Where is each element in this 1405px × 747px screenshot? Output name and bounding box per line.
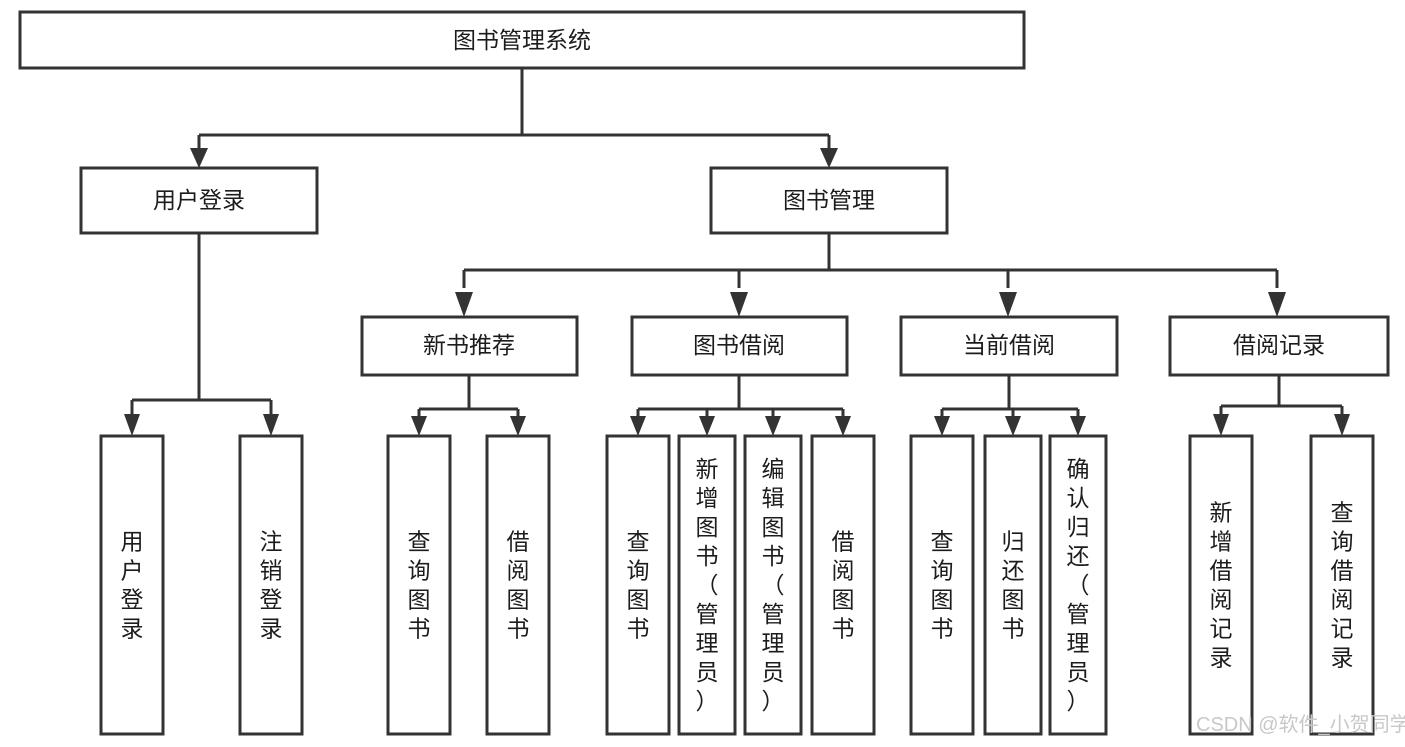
node-current-borrow[interactable]: 当前借阅: [899, 315, 1119, 377]
node-leaf-edit-book[interactable]: 编辑图书（管理员）: [743, 434, 803, 736]
node-book-borrow-box: [630, 315, 849, 377]
node-current-borrow-label: 当前借阅: [963, 332, 1055, 358]
node-leaf-edit-book-label: 编辑图书（管理员）: [762, 456, 785, 714]
arrow-head-leaf-return-book: [1005, 416, 1021, 436]
arrow-head-leaf-add-borrow-record: [1213, 414, 1229, 436]
arrow-head-leaf-confirm-return: [1070, 416, 1086, 436]
node-leaf-query-book-2[interactable]: 查询图书: [605, 434, 671, 736]
node-leaf-query-book-2-label: 查询图书: [627, 529, 650, 642]
arrow-head-leaf-borrow-book-1: [510, 416, 526, 436]
node-book-management-box: [709, 166, 949, 235]
node-root-label: 图书管理系统: [453, 27, 591, 53]
node-user-login-box: [79, 166, 319, 235]
node-leaf-return-book[interactable]: 归还图书: [983, 434, 1043, 736]
node-leaf-logout-box: [238, 434, 304, 736]
node-leaf-query-borrow-record[interactable]: 查询借阅记录: [1309, 434, 1375, 736]
node-leaf-query-book-3[interactable]: 查询图书: [909, 434, 975, 736]
node-current-borrow-box: [899, 315, 1119, 377]
node-leaf-query-book-3-box: [909, 434, 975, 736]
arrow-head-borrow-record: [1268, 292, 1286, 317]
node-root-box: [18, 10, 1026, 70]
node-new-book-recommend[interactable]: 新书推荐: [360, 315, 579, 377]
node-leaf-borrow-book-2[interactable]: 借阅图书: [810, 434, 876, 736]
node-new-book-recommend-box: [360, 315, 579, 377]
arrow-head-leaf-query-book-3: [934, 416, 950, 436]
node-leaf-borrow-book-1-label: 借阅图书: [507, 529, 530, 642]
node-leaf-borrow-book-2-label: 借阅图书: [832, 529, 855, 642]
node-book-borrow[interactable]: 图书借阅: [630, 315, 849, 377]
node-borrow-record-box: [1168, 315, 1390, 377]
arrow-head-current-borrow: [999, 292, 1017, 317]
node-leaf-confirm-return-label: 确认归还（管理员）: [1067, 456, 1090, 714]
arrow-head-leaf-query-book-1: [411, 416, 427, 436]
arrow-head-new-book: [455, 292, 473, 317]
node-leaf-add-borrow-record-box: [1188, 434, 1254, 736]
node-leaf-confirm-return-box: [1048, 434, 1108, 736]
arrow-head-leaf-add-book: [699, 416, 715, 436]
connector-group: [124, 68, 1350, 436]
node-leaf-logout-label: 注销登录: [260, 529, 283, 642]
node-leaf-logout[interactable]: 注销登录: [238, 434, 304, 736]
node-leaf-add-book-box: [677, 434, 737, 736]
arrow-head-leaf-user-login: [124, 414, 140, 436]
node-borrow-record-label: 借阅记录: [1233, 332, 1325, 358]
node-leaf-query-book-1-box: [386, 434, 452, 736]
node-leaf-add-borrow-record[interactable]: 新增借阅记录: [1188, 434, 1254, 736]
arrow-head-leaf-query-book-2: [630, 416, 646, 436]
node-leaf-edit-book-box: [743, 434, 803, 736]
node-leaf-borrow-book-2-box: [810, 434, 876, 736]
node-leaf-user-login[interactable]: 用户登录: [99, 434, 165, 736]
arrow-head-leaf-borrow-book-2: [835, 416, 851, 436]
arrow-head-book-borrow: [730, 292, 748, 317]
node-user-login-label: 用户登录: [153, 187, 245, 213]
node-leaf-query-book-3-label: 查询图书: [931, 529, 954, 642]
node-leaf-user-login-label: 用户登录: [121, 529, 144, 642]
node-leaf-query-book-1[interactable]: 查询图书: [386, 434, 452, 736]
node-root[interactable]: 图书管理系统: [18, 10, 1026, 70]
node-new-book-recommend-label: 新书推荐: [423, 332, 515, 358]
arrow-head-leaf-edit-book: [765, 416, 781, 436]
node-leaf-query-borrow-record-label: 查询借阅记录: [1331, 500, 1354, 671]
node-book-management-label: 图书管理: [783, 187, 875, 213]
node-leaf-confirm-return[interactable]: 确认归还（管理员）: [1048, 434, 1108, 736]
node-leaf-query-borrow-record-box: [1309, 434, 1375, 736]
node-leaf-user-login-box: [99, 434, 165, 736]
node-leaf-borrow-book-1[interactable]: 借阅图书: [485, 434, 551, 736]
node-user-login[interactable]: 用户登录: [79, 166, 319, 235]
node-leaf-add-borrow-record-label: 新增借阅记录: [1210, 500, 1233, 671]
arrow-head-user-login: [190, 148, 208, 168]
node-borrow-record[interactable]: 借阅记录: [1168, 315, 1390, 377]
node-book-management[interactable]: 图书管理: [709, 166, 949, 235]
arrow-head-leaf-logout: [263, 414, 279, 436]
csdn-watermark: CSDN @软件_小贺同学: [1196, 713, 1405, 736]
node-leaf-borrow-book-1-box: [485, 434, 551, 736]
node-leaf-query-book-1-label: 查询图书: [408, 529, 431, 642]
node-leaf-return-book-box: [983, 434, 1043, 736]
arrow-head-book-management: [820, 148, 838, 168]
node-book-borrow-label: 图书借阅: [693, 332, 785, 358]
arrow-head-leaf-query-borrow-record: [1334, 414, 1350, 436]
node-leaf-add-book[interactable]: 新增图书（管理员）: [677, 434, 737, 736]
node-leaf-query-book-2-box: [605, 434, 671, 736]
node-leaf-add-book-label: 新增图书（管理员）: [696, 456, 719, 714]
node-leaf-return-book-label: 归还图书: [1002, 529, 1025, 642]
